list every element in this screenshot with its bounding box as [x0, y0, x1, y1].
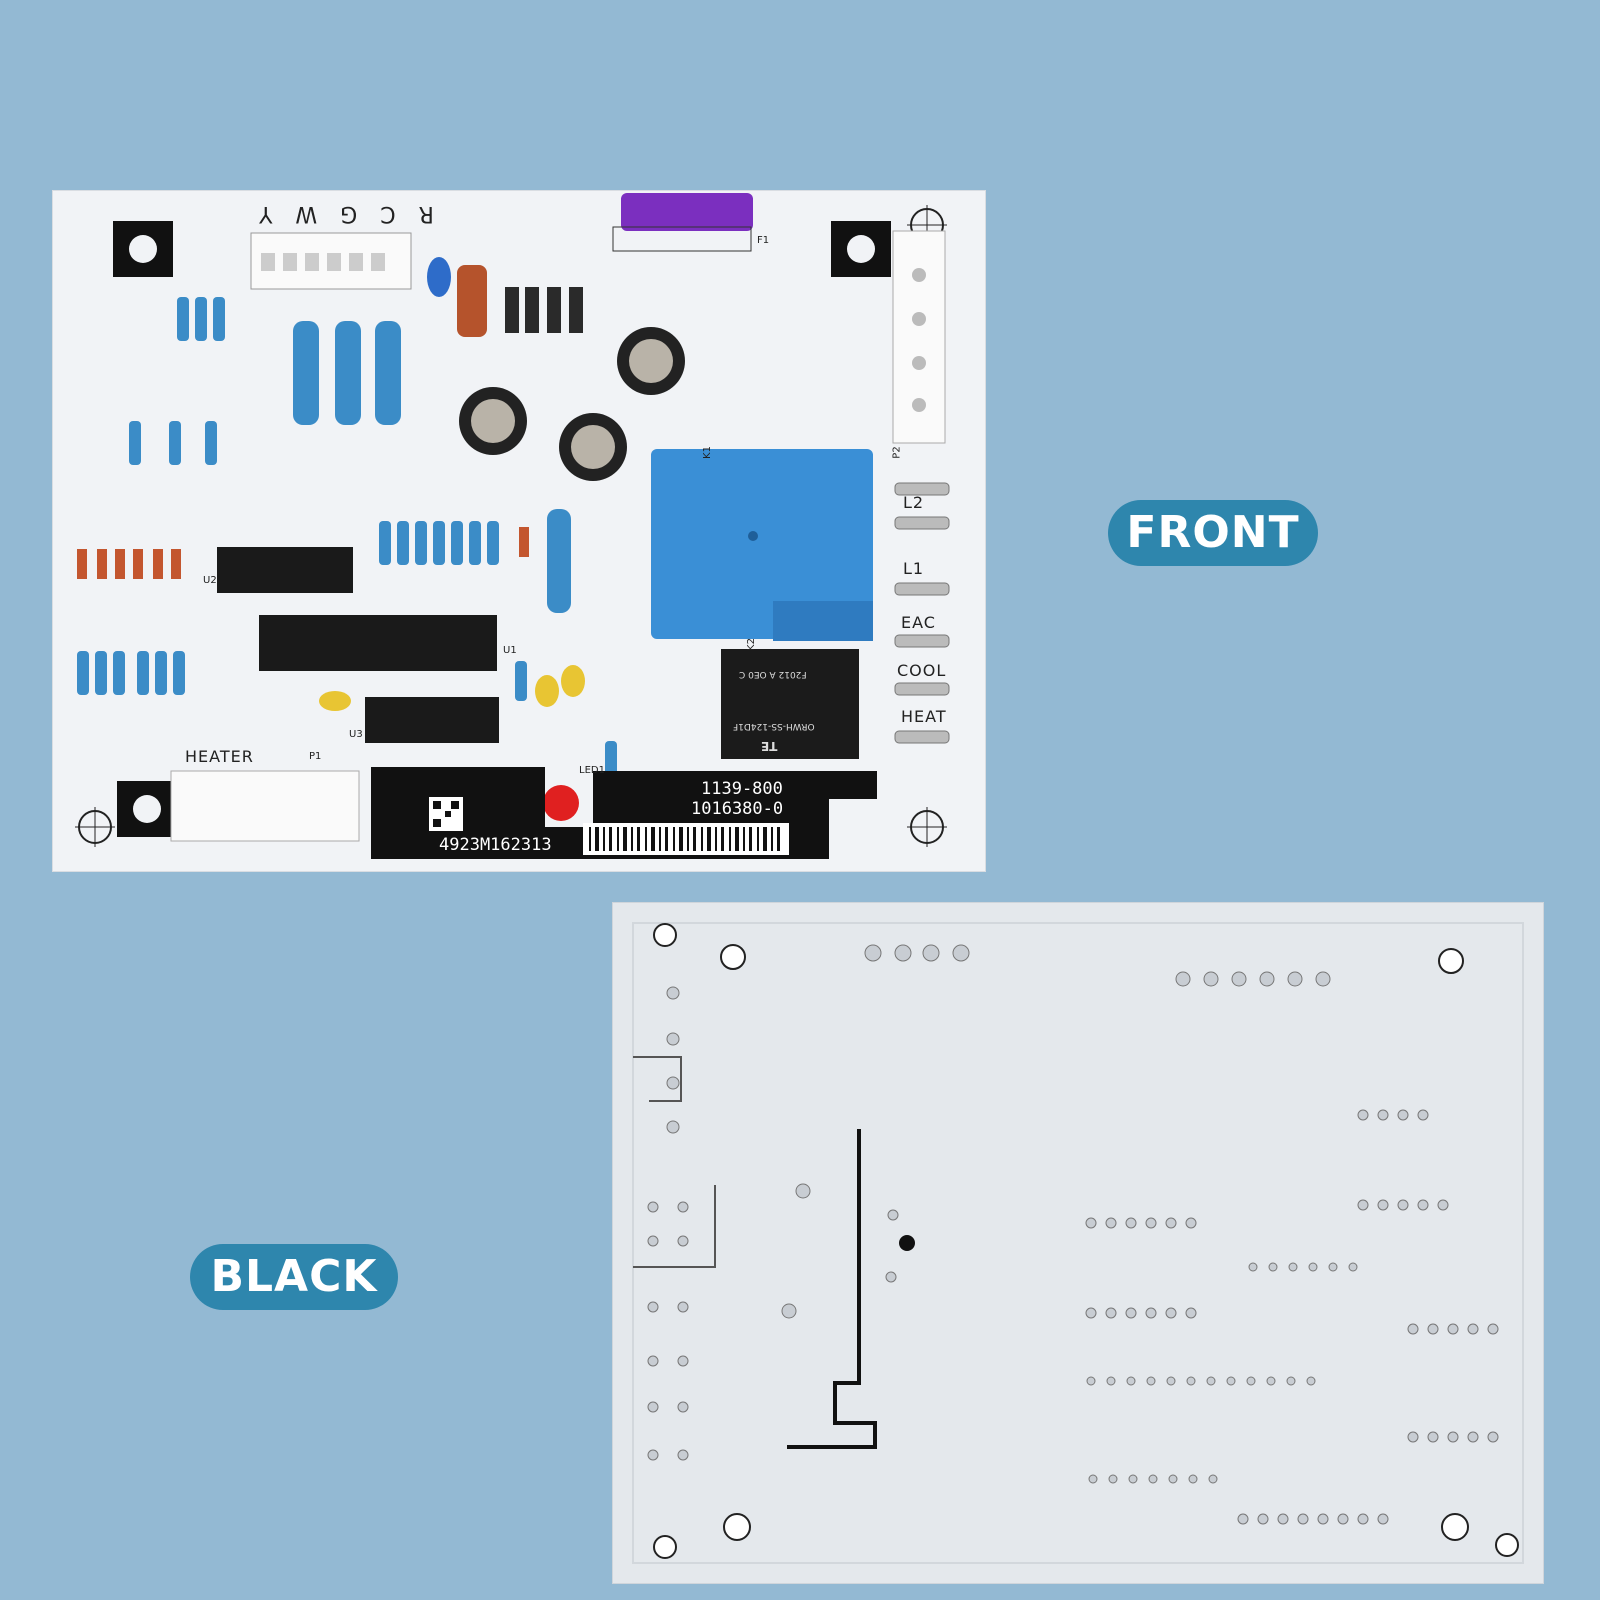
p2-label: P2 — [891, 446, 903, 459]
relay-brand: TE — [761, 739, 778, 753]
pcb-back-artwork — [632, 922, 1524, 1564]
relay-text: F2012 A OE0 C — [739, 669, 807, 679]
black-label-badge: BLACK — [190, 1244, 398, 1310]
pcb-front-board: R C G W Y HEATER P1 P2 F1 K1 K2 U1 U2 U3… — [52, 190, 986, 872]
front-label-badge: FRONT — [1108, 500, 1318, 566]
part-number-1: 1139-800 — [701, 779, 783, 799]
connector-top-label: R C G W Y — [251, 201, 434, 226]
p1-label: P1 — [309, 751, 322, 762]
pcb-front-artwork — [75, 193, 950, 859]
terminal-label-l2: L2 — [903, 493, 925, 512]
terminal-label-eac: EAC — [901, 613, 936, 632]
terminal-label-heat: HEAT — [901, 707, 947, 726]
u2-label: U2 — [203, 575, 217, 586]
terminal-label-cool: COOL — [897, 661, 947, 680]
k2-label: K2 — [745, 638, 757, 651]
led1-label: LED1 — [579, 765, 605, 776]
f1-label: F1 — [757, 235, 770, 246]
pcb-back-board — [612, 902, 1544, 1584]
serial-number: 4923M162313 — [439, 835, 552, 855]
heater-label: HEATER — [185, 747, 254, 766]
u1-label: U1 — [503, 645, 517, 656]
u3-label: U3 — [349, 729, 363, 740]
relay-model: ORWH-SS-124D1F — [733, 721, 815, 731]
part-number-2: 1016380-0 — [691, 799, 784, 819]
k1-label: K1 — [701, 446, 713, 459]
terminal-label-l1: L1 — [903, 559, 925, 578]
